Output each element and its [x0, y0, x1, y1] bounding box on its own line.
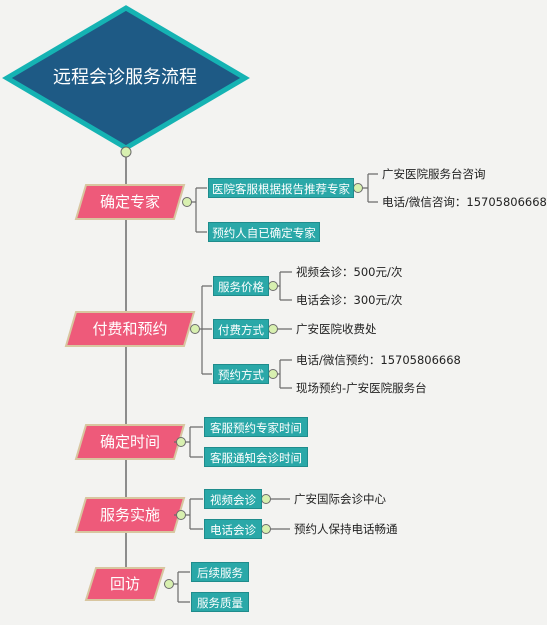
stage-shape-4: [74, 497, 186, 533]
branch1-1-node: [353, 183, 363, 193]
stage2-node: [190, 324, 200, 334]
branch-box-5-2: 服务质量: [191, 592, 249, 612]
detail-4-1-1: 广安国际会诊中心: [294, 492, 386, 506]
stage1-node: [182, 197, 192, 207]
branch-box-4-2: 电话会诊: [204, 519, 262, 539]
branch-box-3-1: 客服预约专家时间: [204, 417, 308, 437]
branch-box-2-2: 付费方式: [213, 319, 269, 339]
detail-2-1-2: 电话会诊：300元/次: [296, 293, 403, 307]
stage-shape-3: [74, 424, 186, 460]
detail-2-3-1: 电话/微信预约：15705806668: [296, 353, 461, 367]
stage-label-1: 确定专家: [99, 193, 160, 211]
branch-box-2-1: 服务价格: [213, 276, 269, 296]
stage-shape-2: [64, 311, 196, 347]
branch-box-3-2: 客服通知会诊时间: [204, 447, 308, 467]
branch-box-1-2: 预约人自已确定专家: [208, 222, 320, 242]
stage-label-2: 付费和预约: [92, 320, 168, 338]
branch-box-2-3: 预约方式: [213, 364, 269, 384]
branch4-2-node: [261, 524, 271, 534]
branch4-1-node: [261, 494, 271, 504]
detail-1-1-1: 广安医院服务台咨询: [382, 167, 486, 181]
stage-shape-5: [84, 567, 166, 601]
stage5-node: [164, 579, 174, 589]
diagram-title: 远程会诊服务流程: [53, 67, 197, 88]
detail-2-1-1: 视频会诊：500元/次: [296, 265, 403, 279]
stage-shape-1: [74, 184, 186, 220]
branch2-3-node: [268, 369, 278, 379]
detail-1-1-2: 电话/微信咨询：15705806668: [382, 195, 547, 209]
detail-4-2-1: 预约人保持电话畅通: [294, 522, 398, 536]
stage3-node: [176, 437, 186, 447]
branch2-1-node: [268, 281, 278, 291]
branch2-2-node: [268, 324, 278, 334]
stage-label-5: 回访: [109, 575, 140, 593]
detail-2-2-1: 广安医院收费处: [296, 322, 377, 336]
stage4-node: [176, 510, 186, 520]
branch-box-5-1: 后续服务: [191, 562, 249, 582]
stage-label-4: 服务实施: [99, 506, 160, 524]
stage-label-3: 确定时间: [99, 433, 160, 451]
branch-box-1-1: 医院客服根据报告推荐专家: [208, 178, 354, 198]
detail-2-3-2: 现场预约-广安医院服务台: [296, 381, 427, 395]
connector-stage1: [184, 187, 207, 233]
title-node: [120, 146, 132, 158]
branch-box-4-1: 视频会诊: [204, 489, 262, 509]
